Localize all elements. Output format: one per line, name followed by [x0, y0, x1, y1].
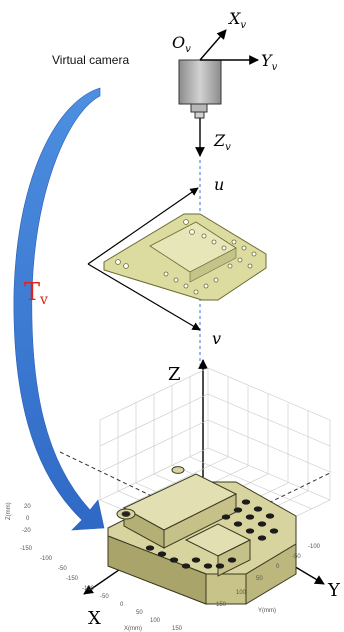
x-tick-bottom: -150: [66, 576, 79, 582]
y-tick-right: -50: [292, 554, 301, 560]
world-x-label: X: [88, 608, 101, 629]
image-u-axis: [87, 187, 199, 265]
y-tick-right: -100: [308, 544, 321, 550]
y-tick-left: -150: [20, 546, 33, 552]
x-axis-title: X(mm): [124, 626, 142, 632]
image-v-axis: [87, 263, 201, 331]
world-z-label: Z: [168, 364, 181, 385]
z-tick: -20: [22, 528, 31, 534]
y-axis-title: Y(mm): [258, 608, 276, 614]
x-tick-bottom: 150: [172, 626, 183, 632]
y-tick-right: 150: [216, 602, 227, 608]
x-tick-bottom: 50: [136, 610, 143, 616]
z-axis-title: Z(mm): [6, 502, 12, 520]
x-tick-bottom: 0: [120, 602, 124, 608]
plot3d-dashed-left: [59, 451, 161, 501]
camera-x-label: Xv: [227, 9, 246, 31]
y-tick-right: 50: [256, 576, 263, 582]
transform-symbol: T: [24, 278, 40, 306]
workpiece-holes: [145, 499, 279, 569]
camera-x-axis: [199, 29, 227, 61]
z-tick: 20: [24, 504, 31, 510]
projected-part-image: [103, 213, 267, 301]
image-v-label: v: [212, 329, 221, 348]
y-tick-left: -50: [58, 566, 67, 572]
y-tick-right: 100: [236, 590, 247, 596]
x-tick-bottom: 100: [150, 618, 161, 624]
workpiece: [107, 466, 297, 605]
image-u-label: u: [214, 175, 224, 194]
y-tick-right: 0: [276, 564, 280, 570]
x-tick-bottom: -50: [100, 594, 109, 600]
virtual-camera-label: Virtual camera: [52, 53, 129, 67]
camera-origin-label: Ov: [172, 33, 191, 55]
transform-label: Tv: [24, 278, 48, 308]
x-tick-bottom: -100: [82, 586, 95, 592]
y-tick-left: -100: [40, 556, 53, 562]
camera-z-label: Zv: [213, 131, 231, 153]
camera-body: [178, 59, 222, 119]
world-y-label: Y: [327, 580, 341, 601]
transform-arrow: [13, 87, 105, 531]
transform-subscript: v: [39, 292, 48, 308]
camera-y-label: Yv: [261, 51, 278, 73]
z-tick: 0: [26, 516, 30, 522]
